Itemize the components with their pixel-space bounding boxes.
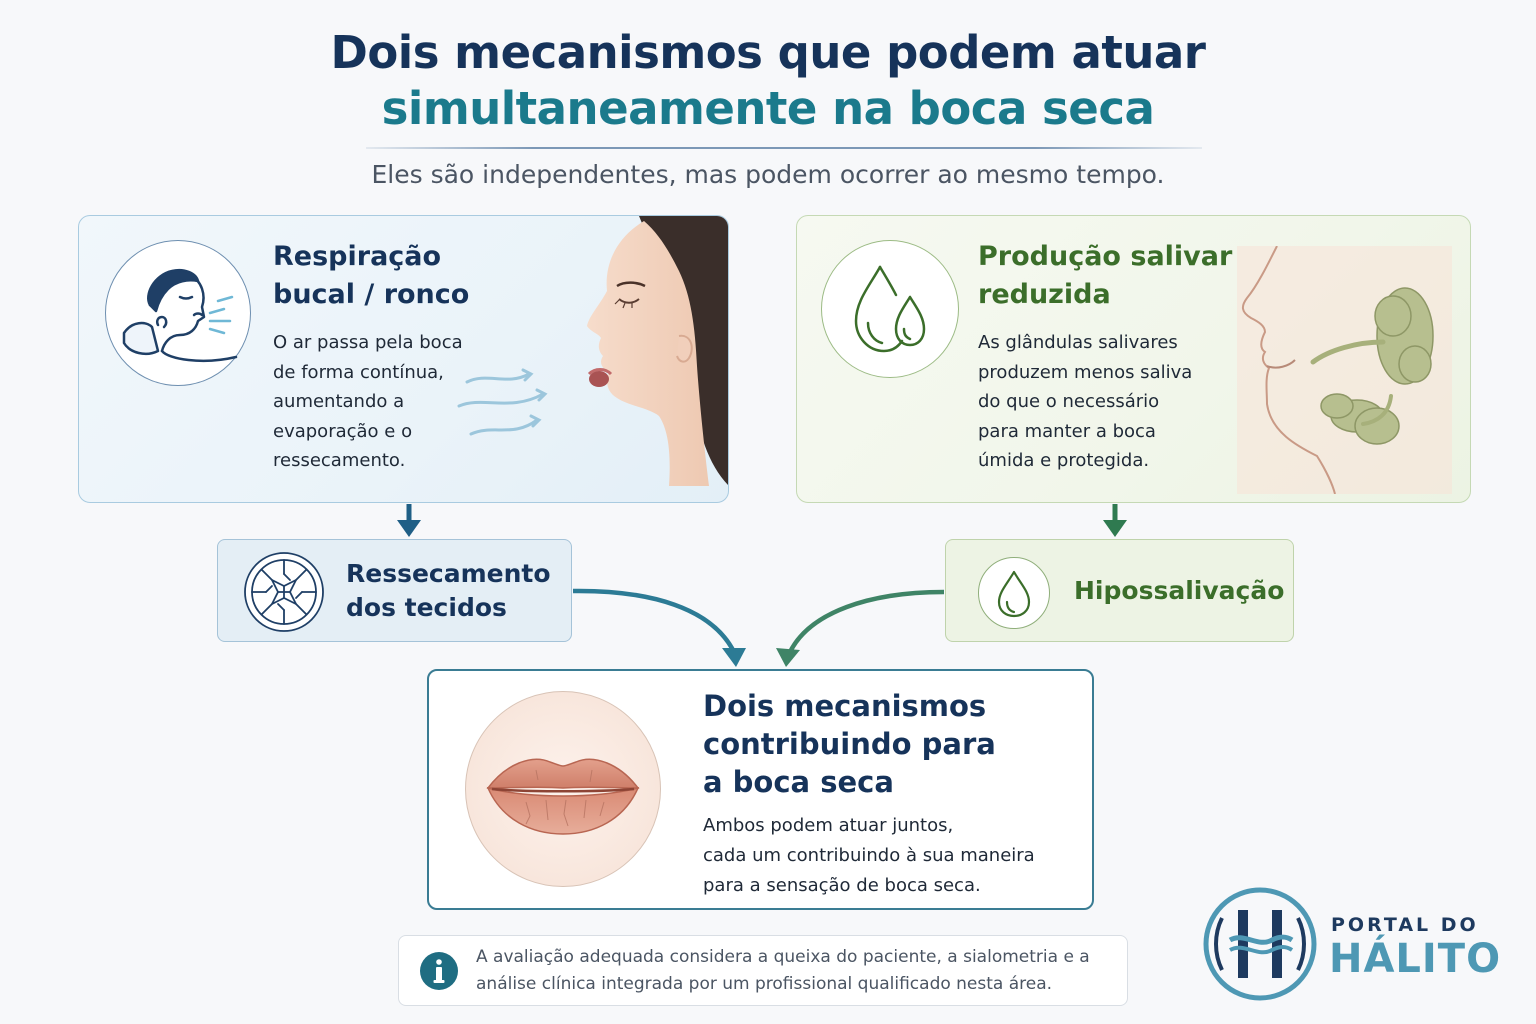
info-note-line-1: A avaliação adequada considera a queixa … [476, 947, 1090, 967]
reduced-saliva-description-line: As glândulas salivares [978, 332, 1178, 353]
snoring-person-icon [122, 268, 238, 363]
page-subtitle: Eles são independentes, mas podem ocorre… [371, 160, 1165, 189]
page-title-line-1: Dois mecanismos que podem atuar [330, 26, 1206, 79]
mouth-breathing-description: O ar passa pela boca de forma contínua, … [273, 328, 463, 476]
outcome-title: Dois mecanismos contribuindo para a boca… [703, 687, 996, 801]
hyposalivation-box: Hipossalivação [945, 539, 1294, 642]
info-note: A avaliação adequada considera a queixa … [398, 935, 1128, 1006]
dry-mouth-outcome-card: Dois mecanismos contribuindo para a boca… [427, 669, 1094, 910]
curved-arrow-left [572, 588, 746, 667]
woman-profile-illustration [587, 216, 728, 486]
down-arrow-right [1103, 504, 1127, 537]
mouth-breathing-description-line: evaporação e o [273, 420, 413, 442]
reduced-saliva-title-line-2: reduzida [978, 279, 1111, 310]
outcome-title-line: Dois mecanismos [703, 689, 987, 723]
lips-icon-circle [465, 691, 661, 887]
outcome-description-line: Ambos podem atuar juntos, [703, 815, 954, 836]
title-divider [366, 147, 1202, 149]
dry-lips-icon [486, 758, 640, 835]
mouth-breathing-description-line: aumentando a [273, 391, 405, 412]
reduced-saliva-description-line: do que o necessário [978, 391, 1160, 412]
reduced-saliva-description: As glândulas salivares produzem menos sa… [978, 328, 1192, 476]
mouth-breathing-title-line-2: bucal / ronco [273, 279, 470, 310]
mouth-breathing-description-line: O ar passa pela boca [273, 332, 463, 353]
cracked-surface-icon [244, 552, 324, 632]
reduced-saliva-card: Produção salivar reduzida As glândulas s… [796, 215, 1471, 503]
droplets-icon-circle [821, 240, 959, 378]
tissue-dryness-line-1: Ressecamento [346, 559, 551, 588]
logo-text-top: PORTAL DO [1331, 914, 1479, 936]
single-droplet-icon-circle [978, 557, 1050, 629]
mouth-breathing-card: Respiração bucal / ronco O ar passa pela… [78, 215, 729, 503]
hyposalivation-label: Hipossalivação [1074, 576, 1285, 605]
mouth-breathing-title-line-1: Respiração [273, 241, 442, 272]
outcome-description: Ambos podem atuar juntos, cada um contri… [703, 811, 1035, 901]
outcome-title-line: contribuindo para [703, 727, 996, 761]
droplets-icon [854, 265, 926, 353]
curved-arrow-right [776, 589, 945, 667]
info-icon [420, 952, 458, 990]
reduced-saliva-description-line: produzem menos saliva [978, 361, 1193, 383]
tissue-dryness-line-2: dos tecidos [346, 593, 507, 622]
single-droplet-icon [997, 570, 1031, 618]
down-arrow-left [397, 504, 421, 537]
snoring-person-icon-circle [105, 240, 251, 386]
info-note-line-2: análise clínica integrada por um profiss… [476, 974, 1053, 994]
outcome-description-line: para a sensação de boca seca. [703, 875, 981, 896]
reduced-saliva-title-line-1: Produção salivar [978, 241, 1233, 272]
outcome-title-line: a boca seca [703, 765, 894, 799]
logo-text-bottom: HÁLITO [1329, 936, 1502, 982]
halito-logo-mark-icon [1203, 887, 1317, 1001]
tissue-dryness-box: Ressecamento dos tecidos [217, 539, 572, 642]
reduced-saliva-description-line: úmida e protegida. [978, 450, 1150, 471]
salivary-glands-illustration [1237, 246, 1452, 494]
outcome-description-line: cada um contribuindo à sua maneira [703, 845, 1035, 866]
mouth-breathing-description-line: de forma contínua, [273, 361, 444, 383]
portal-do-halito-logo: PORTAL DO HÁLITO [1200, 884, 1500, 1004]
page-title-line-2: simultaneamente na boca seca [381, 82, 1155, 135]
mouth-breathing-description-line: ressecamento. [273, 450, 406, 471]
airflow-arrows-icon [457, 368, 548, 436]
reduced-saliva-description-line: para manter a boca [978, 420, 1156, 442]
